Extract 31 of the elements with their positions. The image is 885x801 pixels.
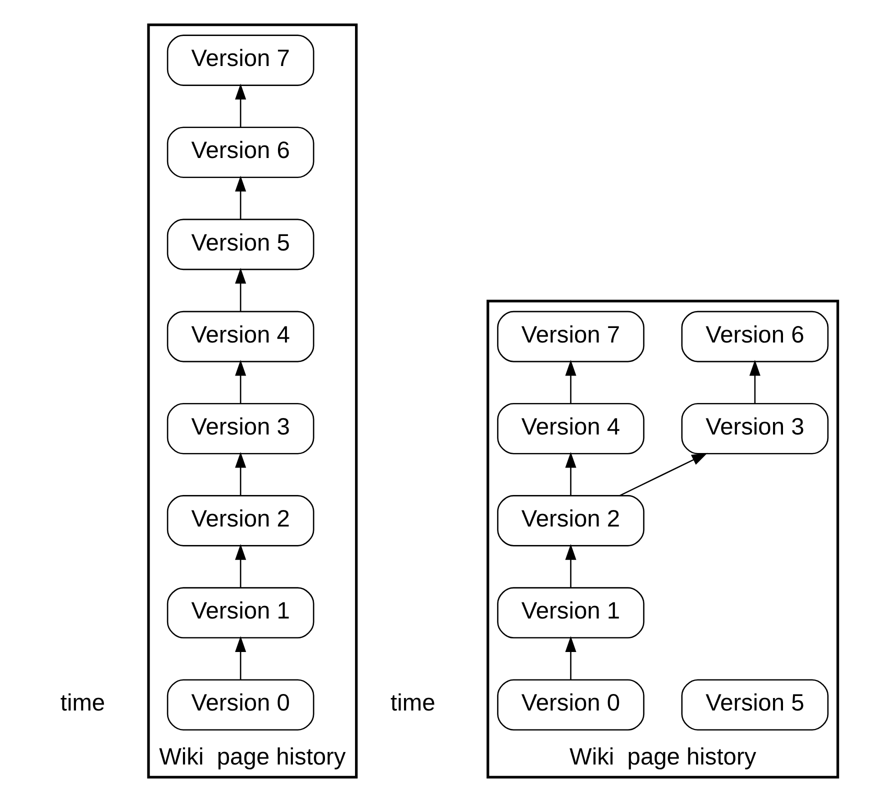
arrow: [565, 636, 576, 680]
label: time: [60, 690, 106, 716]
node-box: Version 7: [497, 310, 644, 362]
node-box: Version 6: [681, 310, 829, 362]
node-box: Version 3: [166, 402, 314, 454]
arrow: [565, 451, 576, 495]
node-box: Version 2: [166, 494, 314, 546]
node-box: Version 4: [497, 402, 644, 454]
arrow: [619, 452, 708, 496]
node-box: Version 5: [681, 678, 829, 730]
arrow: [235, 267, 246, 311]
node-box: Version 2: [497, 494, 644, 546]
node-box: Version 4: [166, 310, 314, 362]
node-box: Version 5: [166, 218, 314, 270]
arrow: [235, 544, 246, 587]
node-box: Version 1: [166, 586, 314, 638]
arrow: [565, 544, 576, 587]
node-box: Version 0: [166, 678, 314, 730]
arrow: [235, 359, 246, 403]
node-box: Version 7: [166, 34, 314, 86]
arrow: [235, 451, 246, 495]
arrow: [235, 175, 246, 219]
node-box: Version 1: [497, 586, 644, 638]
arrow: [749, 359, 760, 403]
arrow: [235, 636, 246, 680]
label: time: [390, 690, 436, 716]
node-box: Version 3: [681, 402, 829, 454]
node-box: Version 6: [166, 126, 314, 178]
arrow: [235, 83, 246, 127]
arrow: [565, 359, 576, 403]
node-box: Version 0: [497, 678, 644, 730]
